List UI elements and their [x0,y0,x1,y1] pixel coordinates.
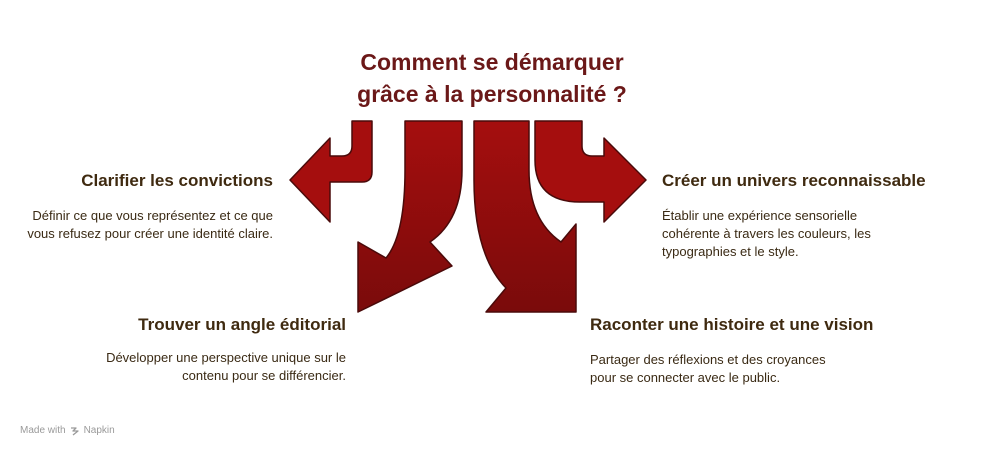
made-with-napkin-footer: Made with Napkin [20,424,115,438]
made-with-label: Made with [20,425,66,436]
arrow-left-lower [357,120,463,313]
arrow-right-lower [473,120,577,313]
diagram-title-line-2: grâce à la personnalité ? [357,81,627,107]
arrow-left-upper [289,120,373,223]
heading-univers-reconnaissable: Créer un univers reconnaissable [662,171,926,190]
description-histoire-vision: Partager des réflexions et des croyances… [590,352,826,385]
arrow-right-upper [534,120,647,223]
heading-clarifier-convictions: Clarifier les convictions [81,171,273,190]
heading-histoire-vision: Raconter une histoire et une vision [590,315,874,334]
diagram-title-line-1: Comment se démarquer [360,49,624,75]
heading-angle-editorial: Trouver un angle éditorial [138,315,346,334]
description-univers-reconnaissable: Établir une expérience sensorielle cohér… [662,208,871,259]
description-angle-editorial: Développer une perspective unique sur le… [106,350,346,383]
napkin-brand-label: Napkin [83,425,115,436]
description-clarifier-convictions: Définir ce que vous représentez et ce qu… [27,208,273,241]
napkin-logo-icon [70,426,80,436]
